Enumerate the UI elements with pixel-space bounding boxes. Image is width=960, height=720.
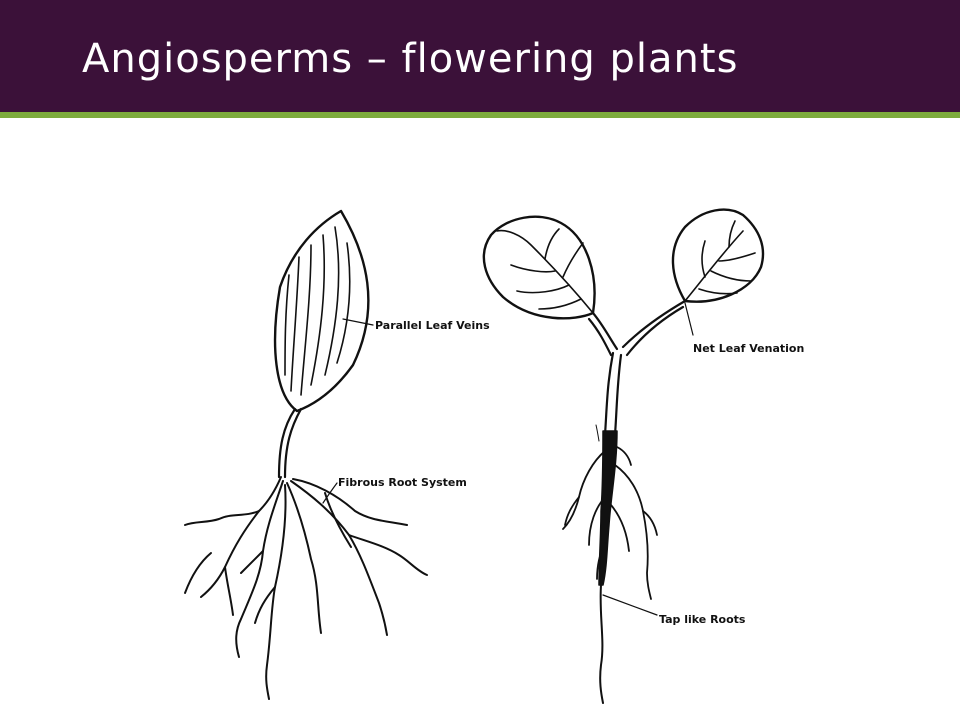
tap-root-tip bbox=[599, 584, 604, 704]
title-bar: Angiosperms – flowering plants bbox=[0, 0, 960, 112]
label-fibrous-root-system: Fibrous Root System bbox=[338, 476, 467, 489]
dicot-leaf-right-veins bbox=[684, 220, 756, 302]
leader-fibrous-roots bbox=[322, 482, 338, 504]
label-net-leaf-venation: Net Leaf Venation bbox=[693, 342, 804, 355]
dicot-lateral-roots bbox=[562, 446, 658, 600]
dicot-leaf-right bbox=[671, 208, 765, 303]
fibrous-roots bbox=[184, 476, 428, 700]
label-tap-like-roots: Tap like Roots bbox=[659, 613, 746, 626]
leader-tap-roots bbox=[602, 594, 658, 616]
monocot-leaf bbox=[273, 209, 370, 413]
parallel-veins bbox=[284, 226, 351, 396]
label-parallel-leaf-veins: Parallel Leaf Veins bbox=[375, 319, 490, 332]
monocot-plant bbox=[184, 209, 428, 700]
slide-title: Angiosperms – flowering plants bbox=[82, 36, 739, 82]
dicot-petioles bbox=[587, 299, 687, 357]
leader-lines bbox=[322, 302, 694, 616]
leader-parallel-veins bbox=[342, 318, 374, 326]
dicot-leaf-left-veins bbox=[496, 228, 594, 314]
dicot-leaf-left bbox=[482, 215, 596, 320]
leader-net-venation bbox=[684, 302, 694, 336]
plant-diagram: Parallel Leaf Veins Fibrous Root System … bbox=[155, 195, 835, 705]
plant-diagram-svg: Parallel Leaf Veins Fibrous Root System … bbox=[184, 208, 804, 704]
dicot-plant bbox=[482, 208, 765, 704]
monocot-stem bbox=[277, 407, 303, 479]
accent-rule bbox=[0, 112, 960, 118]
dicot-stem bbox=[595, 351, 623, 442]
